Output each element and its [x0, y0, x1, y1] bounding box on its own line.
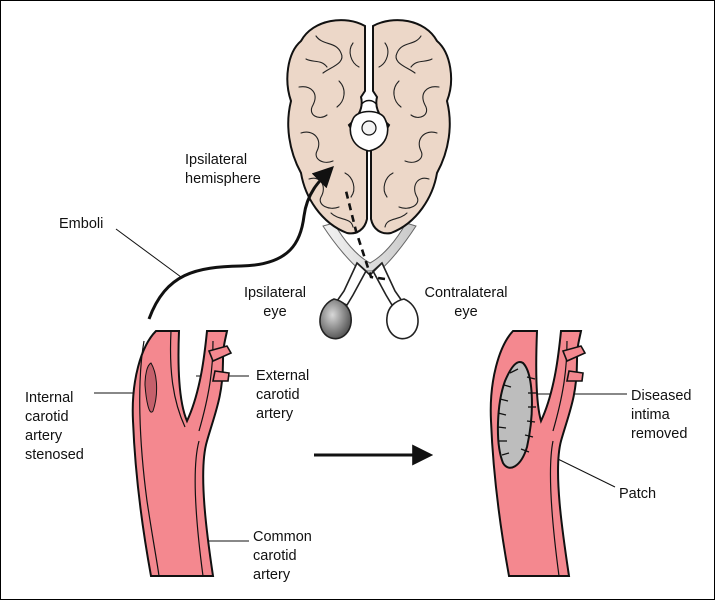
suture-marks — [497, 368, 536, 456]
label-common-carotid: Common carotid artery — [253, 529, 312, 583]
brain — [286, 19, 453, 235]
optic-nerves — [322, 222, 417, 306]
label-ipsilateral-eye: Ipsilateral eye — [243, 285, 307, 320]
label-contralateral-eye: Contralateral eye — [424, 285, 508, 320]
stenosed-carotid-artery — [131, 330, 233, 577]
dashed-pathway-line — [344, 190, 386, 281]
repaired-carotid-artery — [489, 330, 587, 577]
contralateral-eye — [386, 298, 419, 340]
ipsilateral-eye — [319, 298, 352, 340]
label-patch: Patch — [619, 486, 657, 502]
label-emboli: Emboli — [59, 216, 104, 232]
label-diseased-intima-removed: Diseased intima removed — [631, 388, 692, 442]
label-external-carotid: External carotid artery — [256, 368, 310, 422]
label-internal-carotid-stenosed: Internal carotid artery stenosed — [25, 390, 84, 463]
emboli-arrow — [147, 166, 334, 320]
label-ipsilateral-hemisphere: Ipsilateral hemisphere — [185, 152, 261, 187]
